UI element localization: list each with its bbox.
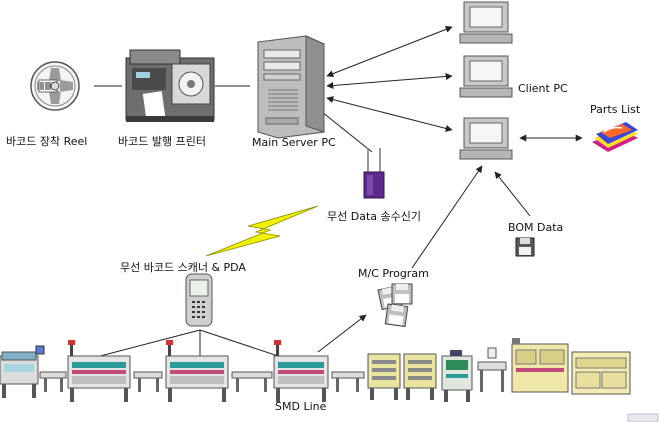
wireless-label: 무선 Data 송수신기 (327, 210, 421, 223)
lightning-icon (205, 205, 319, 257)
client-pc-1 (459, 1, 513, 44)
mc-program-label: M/C Program (358, 267, 429, 280)
smd-oven-2 (571, 351, 631, 395)
conveyor-3 (231, 371, 273, 392)
smd-loader (0, 351, 39, 398)
server-client3-arrow (326, 96, 453, 132)
parts-list-label: Parts List (590, 103, 641, 116)
smd-machine-3 (273, 340, 329, 402)
client-pc-3 (459, 117, 513, 160)
server-label: Main Server PC (252, 136, 336, 149)
printer-icon (125, 49, 215, 122)
scanner-label: 무선 바코드 스캐너 & PDA (120, 261, 246, 274)
bom-disk-icon (515, 237, 535, 257)
client-pc-label: Client PC (518, 82, 568, 95)
reel-icon (30, 61, 80, 111)
corner-badge-icon (627, 413, 659, 422)
smd-oven-1 (511, 338, 569, 393)
smd-unit-yellow-1 (367, 353, 401, 400)
connectors (84, 26, 583, 361)
server-icon (257, 35, 325, 139)
server-client1-arrow (326, 26, 453, 77)
smd-unit-green (441, 350, 473, 402)
scanner-machine1-line (84, 329, 201, 361)
server-antenna-line (321, 111, 373, 153)
smd-unit-yellow-2 (403, 353, 437, 400)
parts-list-icon (592, 122, 638, 152)
scanner-machine3-line (199, 329, 291, 361)
reel-label: 바코드 장착 Reel (6, 135, 88, 148)
client-pc-2 (459, 55, 513, 98)
mc-disks-icon (377, 283, 413, 328)
mcprogram-client-arrow (411, 165, 483, 269)
scanner-icon (185, 273, 213, 327)
line-disk-arrow (317, 314, 367, 353)
conveyor-1 (39, 371, 67, 392)
smd-machine-1 (67, 340, 131, 402)
conveyor-4 (331, 371, 365, 392)
antenna-icon (363, 148, 385, 199)
bom-client-arrow (494, 171, 531, 217)
server-client2-arrow (326, 73, 453, 89)
smd-table (477, 347, 507, 392)
smd-line-label: SMD Line (275, 400, 327, 413)
smd-machine-2 (165, 340, 229, 402)
bom-label: BOM Data (508, 221, 564, 234)
conveyor-2 (133, 371, 163, 392)
smd-line (0, 338, 631, 402)
printer-label: 바코드 발행 프린터 (118, 135, 206, 148)
